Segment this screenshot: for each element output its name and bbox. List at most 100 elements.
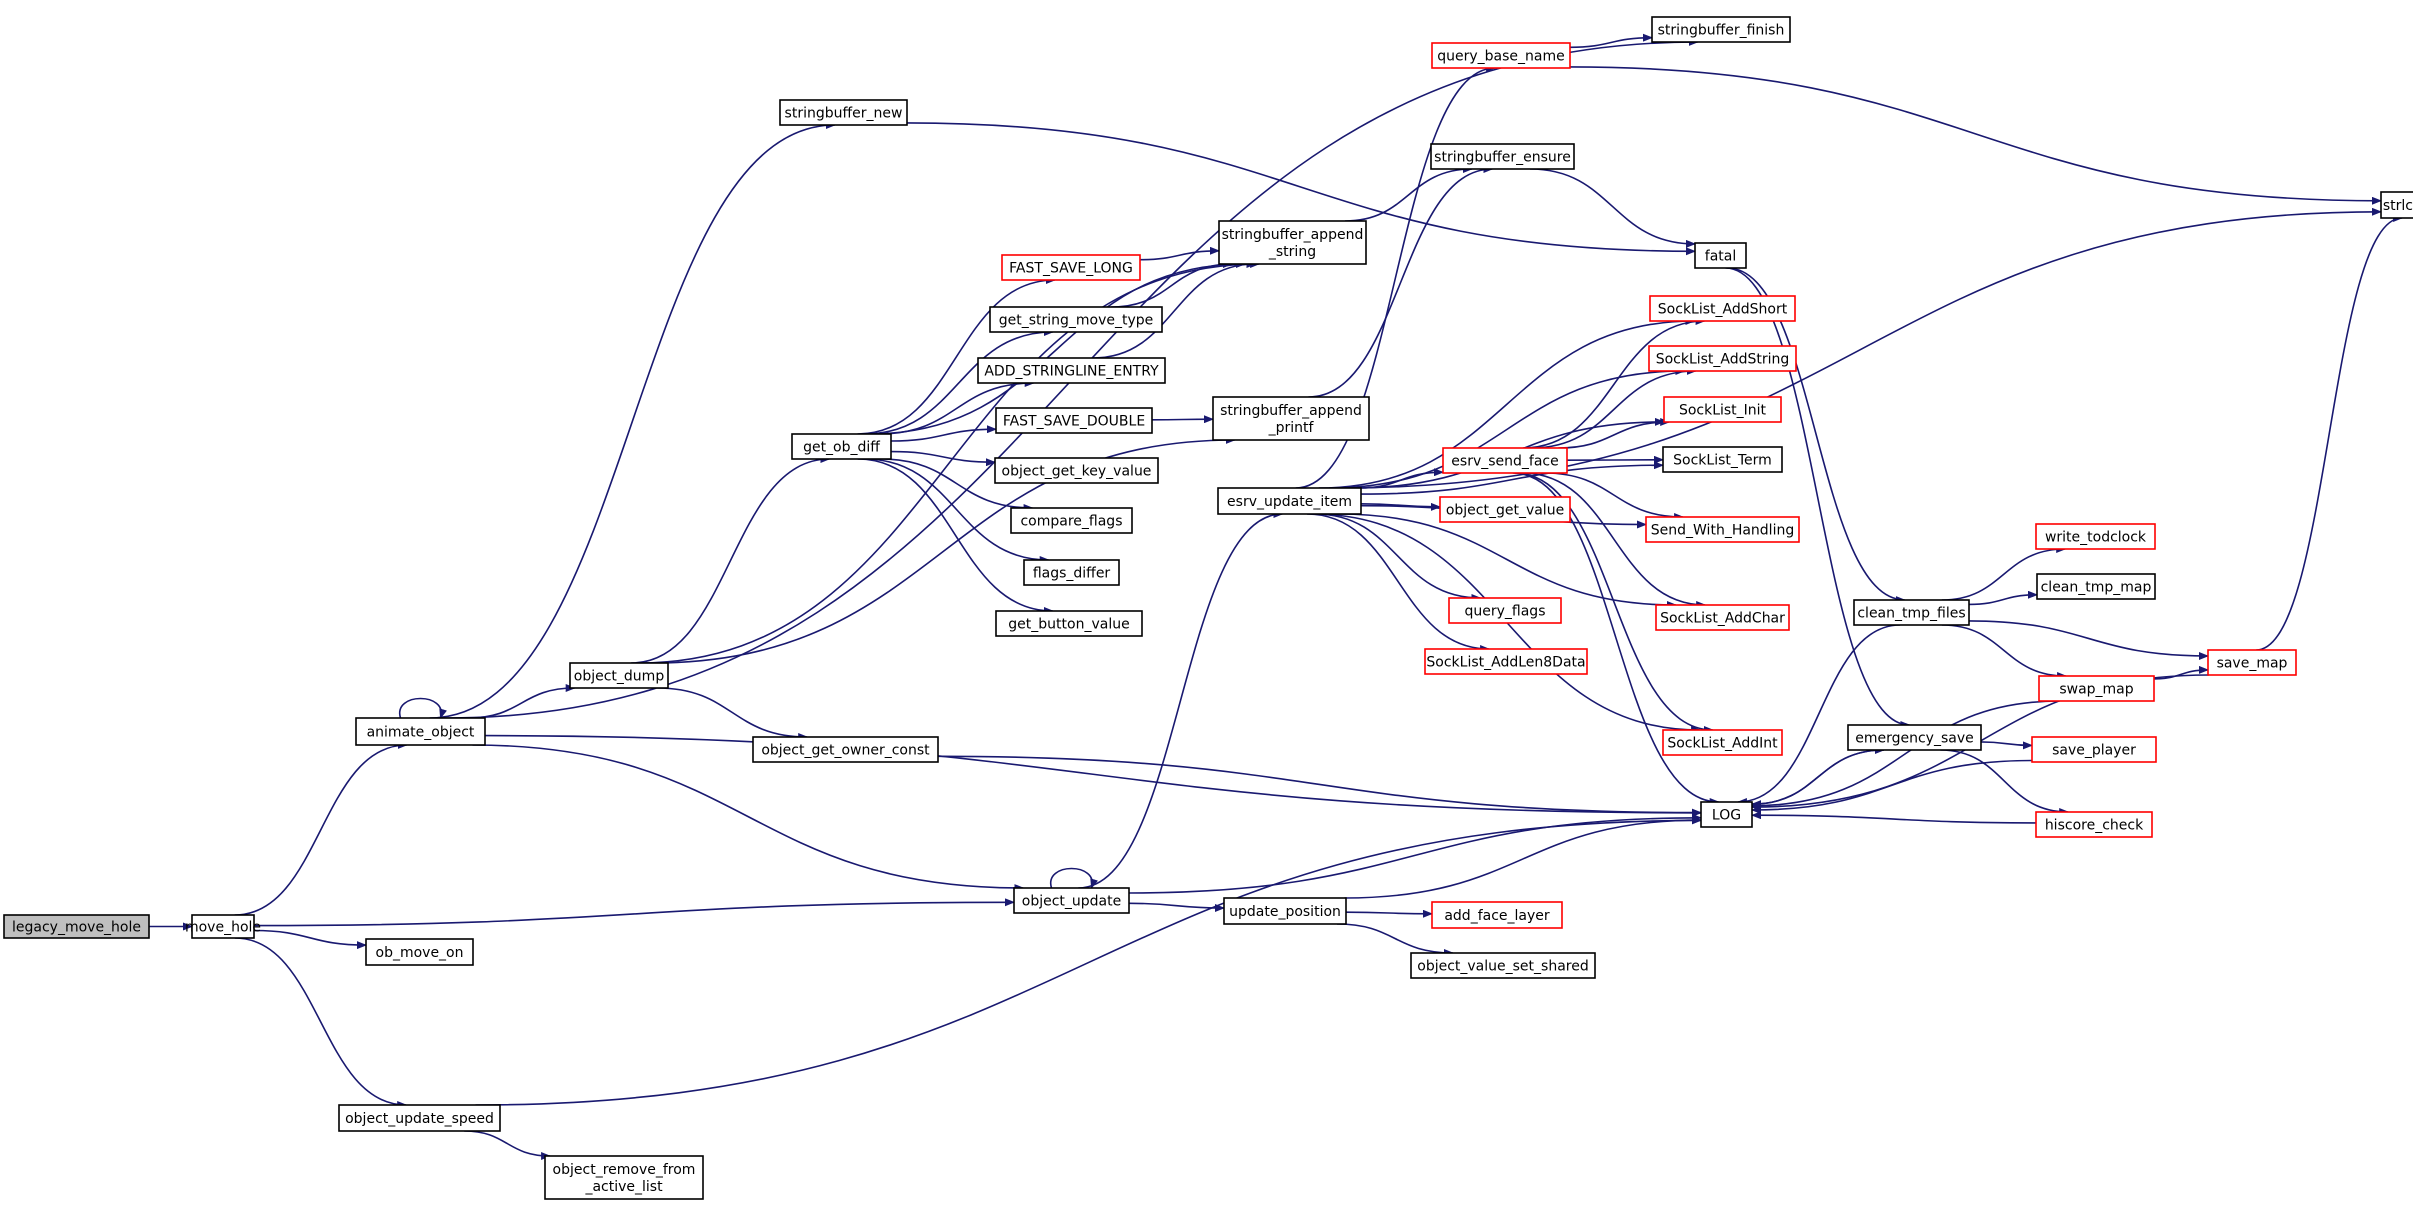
node-box [995,610,1143,637]
edge-get_ob_diff-to-flags_differ [864,458,1050,564]
node-label: object_get_value [1446,503,1564,519]
node-stringbuffer_append_printf[interactable]: stringbuffer_append_printf [1212,396,1370,441]
node-object_get_key_value[interactable]: object_get_key_value [994,457,1159,484]
node-box [2207,649,2297,676]
node-ADD_STRINGLINE_ENTRY[interactable]: ADD_STRINGLINE_ENTRY [977,357,1166,384]
node-label: strlcpy [2383,198,2413,214]
node-label: flags_differ [1033,566,1111,582]
node-query_base_name[interactable]: query_base_name [1431,42,1571,69]
node-label: SockList_Term [1673,453,1772,469]
node-ob_move_on[interactable]: ob_move_on [365,938,474,966]
node-esrv_send_face[interactable]: esrv_send_face [1442,447,1568,474]
node-label: get_string_move_type [999,313,1154,329]
node-SockList_AddString[interactable]: SockList_AddString [1648,345,1797,372]
node-query_flags[interactable]: query_flags [1448,597,1562,624]
edge-FAST_SAVE_LONG-to-stringbuffer_append_string [1139,246,1220,261]
node-SockList_AddChar[interactable]: SockList_AddChar [1655,604,1790,631]
node-animate_object[interactable]: animate_object [355,717,486,746]
node-get_button_value[interactable]: get_button_value [995,610,1143,637]
node-write_todclock[interactable]: write_todclock [2035,523,2156,550]
node-object_remove_from_active_list[interactable]: object_remove_from_active_list [544,1155,704,1200]
node-legacy_move_hole[interactable]: legacy_move_hole [3,914,150,939]
node-box [544,1155,704,1200]
node-move_hole[interactable]: move_hole [185,914,261,939]
edge-esrv_update_item-to-query_base_name [1295,64,1497,489]
node-SockList_AddShort[interactable]: SockList_AddShort [1649,295,1796,322]
edge-clean_tmp_files-to-save_map [1968,620,2209,660]
node-box [2031,736,2157,763]
node-FAST_SAVE_LONG[interactable]: FAST_SAVE_LONG [1001,254,1141,281]
node-emergency_save[interactable]: emergency_save [1847,724,1982,751]
node-stringbuffer_new[interactable]: stringbuffer_new [779,99,908,126]
node-fatal[interactable]: fatal [1694,242,1747,269]
node-SockList_AddLen8Data[interactable]: SockList_AddLen8Data [1424,648,1588,675]
node-box [1431,42,1571,69]
edge-esrv_send_face-to-Send_With_Handling [1544,472,1685,521]
edge-clean_tmp_files-to-write_todclock [1941,545,2067,601]
node-box [1651,16,1791,43]
node-box [569,662,669,689]
edge-clean_tmp_files-to-LOG [1736,624,1901,806]
edge-animate_object-to-object_dump [468,684,576,719]
node-save_player[interactable]: save_player [2031,736,2157,763]
node-update_position[interactable]: update_position [1223,897,1347,925]
edge-get_ob_diff-to-stringbuffer_append_string [869,260,1246,435]
edge-layer [149,33,2404,1160]
node-label: stringbuffer_finish [1658,23,1785,39]
node-object_update_speed[interactable]: object_update_speed [338,1104,501,1132]
node-box [1010,507,1133,534]
edge-stringbuffer_new-to-fatal [906,122,1696,256]
node-label: query_base_name [1437,49,1565,65]
node-SockList_AddInt[interactable]: SockList_AddInt [1662,729,1783,756]
node-compare_flags[interactable]: compare_flags [1010,507,1133,534]
node-add_face_layer[interactable]: add_face_layer [1431,901,1563,929]
node-box [1662,446,1783,473]
edge-emergency_save-to-hiscore_check [1940,749,2070,816]
node-label: SockList_AddChar [1660,611,1785,627]
edge-object_get_owner_const-to-LOG [937,755,1702,817]
edge-hiscore_check-to-LOG [1751,811,2037,824]
node-label: animate_object [367,725,475,741]
edge-get_ob_diff-to-get_button_value [857,458,1054,615]
node-label: ADD_STRINGLINE_ENTRY [984,364,1159,380]
edge-esrv_send_face-to-SockList_AddInt [1514,472,1714,734]
node-get_ob_diff[interactable]: get_ob_diff [791,433,892,460]
edge-stringbuffer_ensure-to-fatal [1529,168,1696,248]
node-object_get_value[interactable]: object_get_value [1439,496,1571,523]
node-get_string_move_type[interactable]: get_string_move_type [989,306,1163,333]
node-box [1218,220,1367,265]
node-hiscore_check[interactable]: hiscore_check [2035,811,2153,838]
edge-swap_map-to-save_map [2153,665,2209,680]
node-object_value_set_shared[interactable]: object_value_set_shared [1410,952,1596,979]
node-FAST_SAVE_DOUBLE[interactable]: FAST_SAVE_DOUBLE [995,407,1153,434]
node-LOG[interactable]: LOG [1700,801,1753,828]
node-esrv_update_item[interactable]: esrv_update_item [1217,487,1362,515]
node-label: LOG [1712,808,1741,824]
node-Send_With_Handling[interactable]: Send_With_Handling [1645,516,1800,543]
node-box [989,306,1163,333]
node-swap_map[interactable]: swap_map [2038,675,2155,702]
edge-get_ob_diff-to-object_get_key_value [890,450,996,467]
node-SockList_Term[interactable]: SockList_Term [1662,446,1783,473]
node-stringbuffer_ensure[interactable]: stringbuffer_ensure [1430,143,1575,170]
node-object_update[interactable]: object_update [1013,887,1130,914]
node-object_dump[interactable]: object_dump [569,662,669,689]
node-strlcpy[interactable]: strlcpy [2380,191,2413,219]
node-object_get_owner_const[interactable]: object_get_owner_const [752,736,939,763]
node-flags_differ[interactable]: flags_differ [1023,559,1120,586]
edge-move_hole-to-object_update_speed [234,937,408,1109]
node-stringbuffer_finish[interactable]: stringbuffer_finish [1651,16,1791,43]
node-save_map[interactable]: save_map [2207,649,2297,676]
edge-move_hole-to-ob_move_on [253,929,367,950]
node-clean_tmp_files[interactable]: clean_tmp_files [1853,599,1970,626]
node-label: SockList_AddString [1656,352,1790,368]
edge-query_base_name-to-strlcpy [1569,66,2382,205]
node-label: esrv_send_face [1451,454,1558,470]
node-label: stringbuffer_new [785,106,903,122]
node-clean_tmp_map[interactable]: clean_tmp_map [2036,573,2156,600]
node-stringbuffer_append_string[interactable]: stringbuffer_append_string [1218,220,1367,265]
node-label: SockList_AddInt [1667,736,1778,752]
node-SockList_Init[interactable]: SockList_Init [1663,396,1782,423]
node-box [2036,573,2156,600]
